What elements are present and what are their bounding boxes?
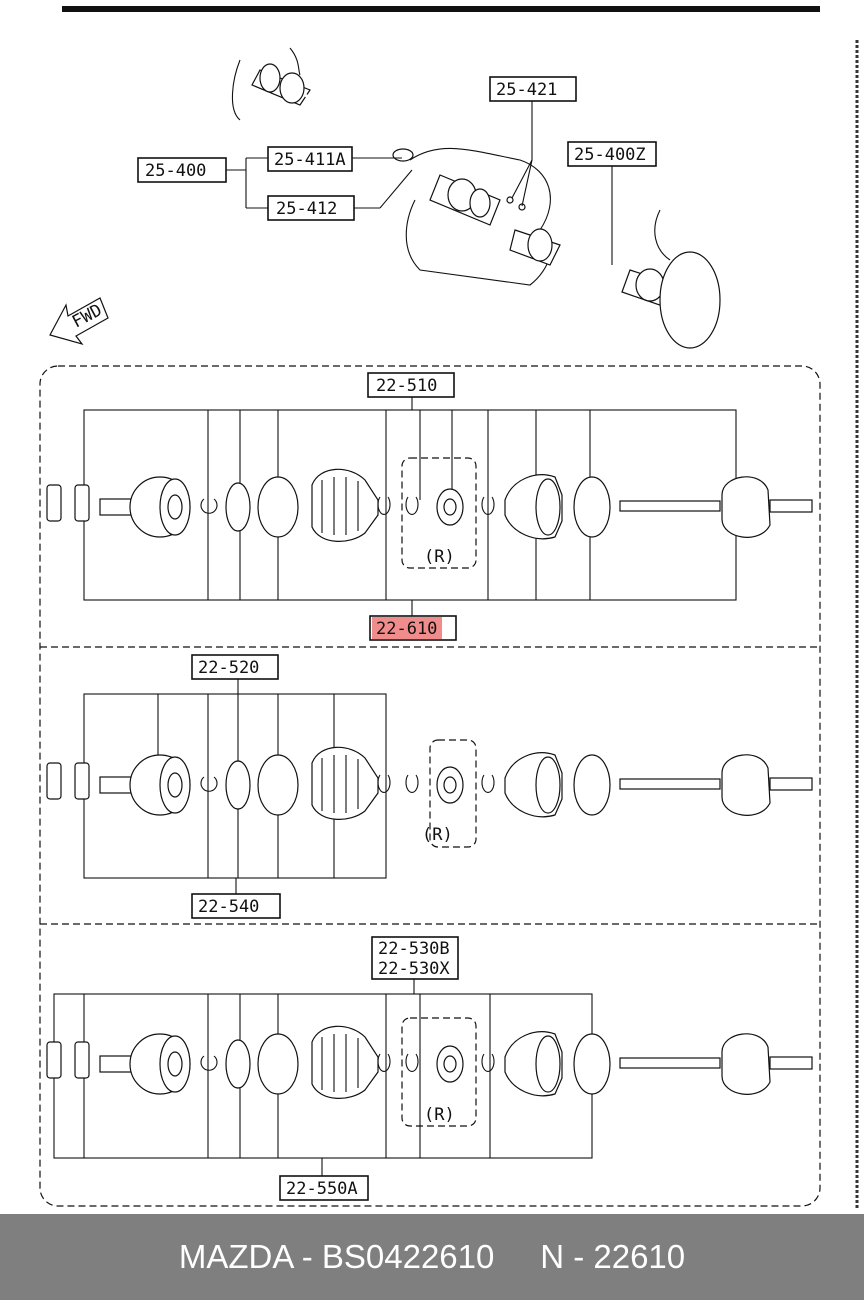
section-assembly-1 — [46, 396, 813, 616]
parts-diagram: 25-400 25-411A 25-412 25-421 25-400Z FWD — [39, 6, 859, 1210]
label-22-540: 22-540 — [191, 893, 281, 919]
r-label-1: (R) — [424, 547, 455, 567]
svg-text:22-610: 22-610 — [376, 619, 437, 639]
svg-text:25-400: 25-400 — [145, 161, 206, 181]
label-25-421: 25-421 — [489, 76, 577, 102]
label-25-411a: 25-411A — [267, 146, 353, 172]
svg-text:22-540: 22-540 — [198, 897, 259, 917]
svg-text:22-550A: 22-550A — [286, 1179, 358, 1199]
svg-text:22-520: 22-520 — [198, 658, 259, 678]
label-22-550a: 22-550A — [279, 1175, 369, 1201]
r-label-3: (R) — [424, 1105, 455, 1125]
svg-text:25-411A: 25-411A — [274, 150, 346, 170]
svg-text:22-510: 22-510 — [376, 376, 437, 396]
svg-text:25-412: 25-412 — [276, 199, 337, 219]
label-22-520: 22-520 — [191, 654, 279, 680]
label-25-412: 25-412 — [267, 195, 355, 221]
r-label-2: (R) — [422, 825, 453, 845]
section-assembly-2 — [46, 678, 813, 894]
top-border-bar — [62, 6, 820, 12]
label-22-530: 22-530B 22-530X — [371, 936, 459, 980]
sections-frame — [39, 365, 821, 1207]
label-22-610: 22-610 — [369, 615, 457, 641]
label-25-400z: 25-400Z — [567, 141, 657, 167]
svg-text:25-400Z: 25-400Z — [574, 145, 646, 165]
svg-text:25-421: 25-421 — [496, 80, 557, 100]
svg-text:22-530X: 22-530X — [378, 959, 450, 979]
svg-text:22-530B: 22-530B — [378, 939, 450, 959]
footer-bar: MAZDA - BS0422610 N - 22610 — [0, 1214, 864, 1300]
label-25-400: 25-400 — [137, 157, 227, 183]
section-assembly-3 — [46, 978, 813, 1176]
drive-shaft-overview — [231, 47, 721, 349]
footer-part-number: MAZDA - BS0422610 N - 22610 — [178, 1238, 686, 1275]
label-22-510: 22-510 — [367, 372, 455, 398]
top-callout-lines — [226, 100, 613, 265]
fwd-arrow-icon: FWD — [49, 297, 109, 346]
